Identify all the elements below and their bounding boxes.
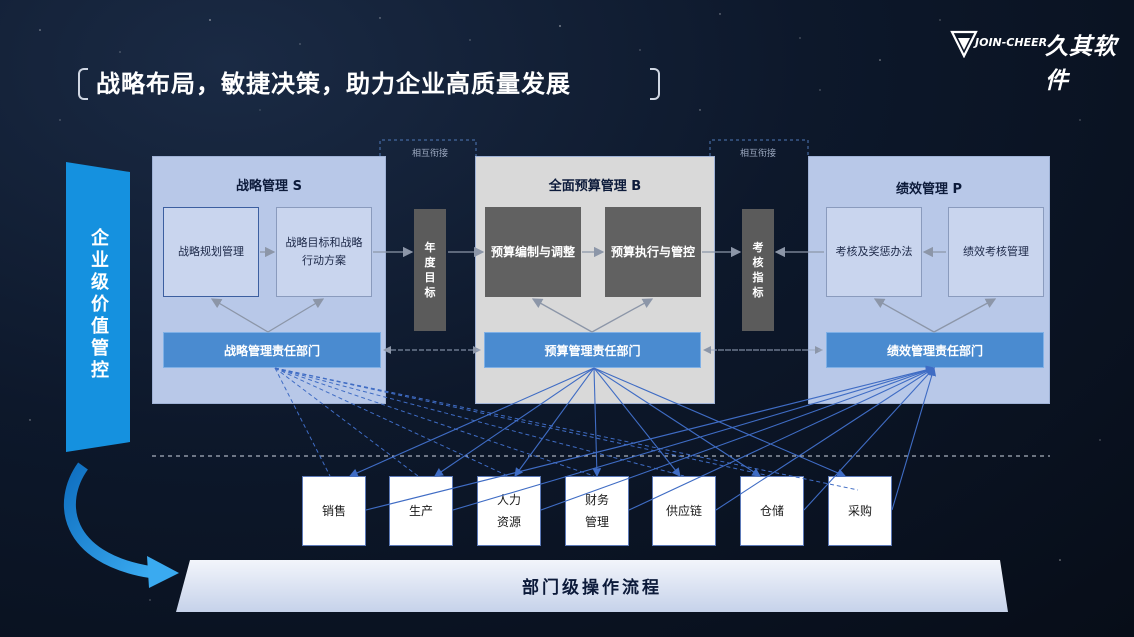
budget-execute-box: 预算执行与管控 xyxy=(605,207,701,297)
bottom-banner-label: 部门级操作流程 xyxy=(522,577,662,598)
performance-title: 绩效管理 P xyxy=(895,182,963,197)
dept-purchasing: 采购 xyxy=(828,476,892,546)
budget-compile-box: 预算编制与调整 xyxy=(485,207,581,297)
strategy-planning-box: 战略规划管理 xyxy=(163,207,259,297)
assessment-index-bar: 考核指标 xyxy=(742,209,774,331)
strategy-goals-box: 战略目标和战略行动方案 xyxy=(276,207,372,297)
bottom-banner xyxy=(176,560,1008,612)
dept-sales: 销售 xyxy=(302,476,366,546)
page-title: 战略布局，敏捷决策，助力企业高质量发展 xyxy=(96,70,571,98)
left-banner-label: 企业级价值管控 xyxy=(88,228,109,382)
performance-reward-box: 考核及奖惩办法 xyxy=(826,207,922,297)
link-label-right: 相互衔接 xyxy=(739,149,776,159)
curved-arrow-icon xyxy=(64,462,179,588)
left-banner xyxy=(66,162,130,452)
strategy-dept-bar: 战略管理责任部门 xyxy=(163,332,381,368)
dept-production: 生产 xyxy=(389,476,453,546)
dept-supply-chain: 供应链 xyxy=(652,476,716,546)
logo-text-en: JOIN-CHEER xyxy=(975,36,1048,49)
logo-text-cn: 久其软件 xyxy=(1045,34,1117,94)
logo-icon xyxy=(950,30,978,58)
budget-dept-bar: 预算管理责任部门 xyxy=(484,332,701,368)
title-bracket-right xyxy=(650,68,660,100)
performance-dept-bar: 绩效管理责任部门 xyxy=(826,332,1044,368)
performance-assess-box: 绩效考核管理 xyxy=(948,207,1044,297)
link-label-left: 相互衔接 xyxy=(411,149,448,159)
title-bracket-left xyxy=(78,68,88,100)
budget-title: 全面预算管理 B xyxy=(548,179,642,194)
annual-target-bar: 年度目标 xyxy=(414,209,446,331)
strategy-title: 战略管理 S xyxy=(236,179,302,194)
